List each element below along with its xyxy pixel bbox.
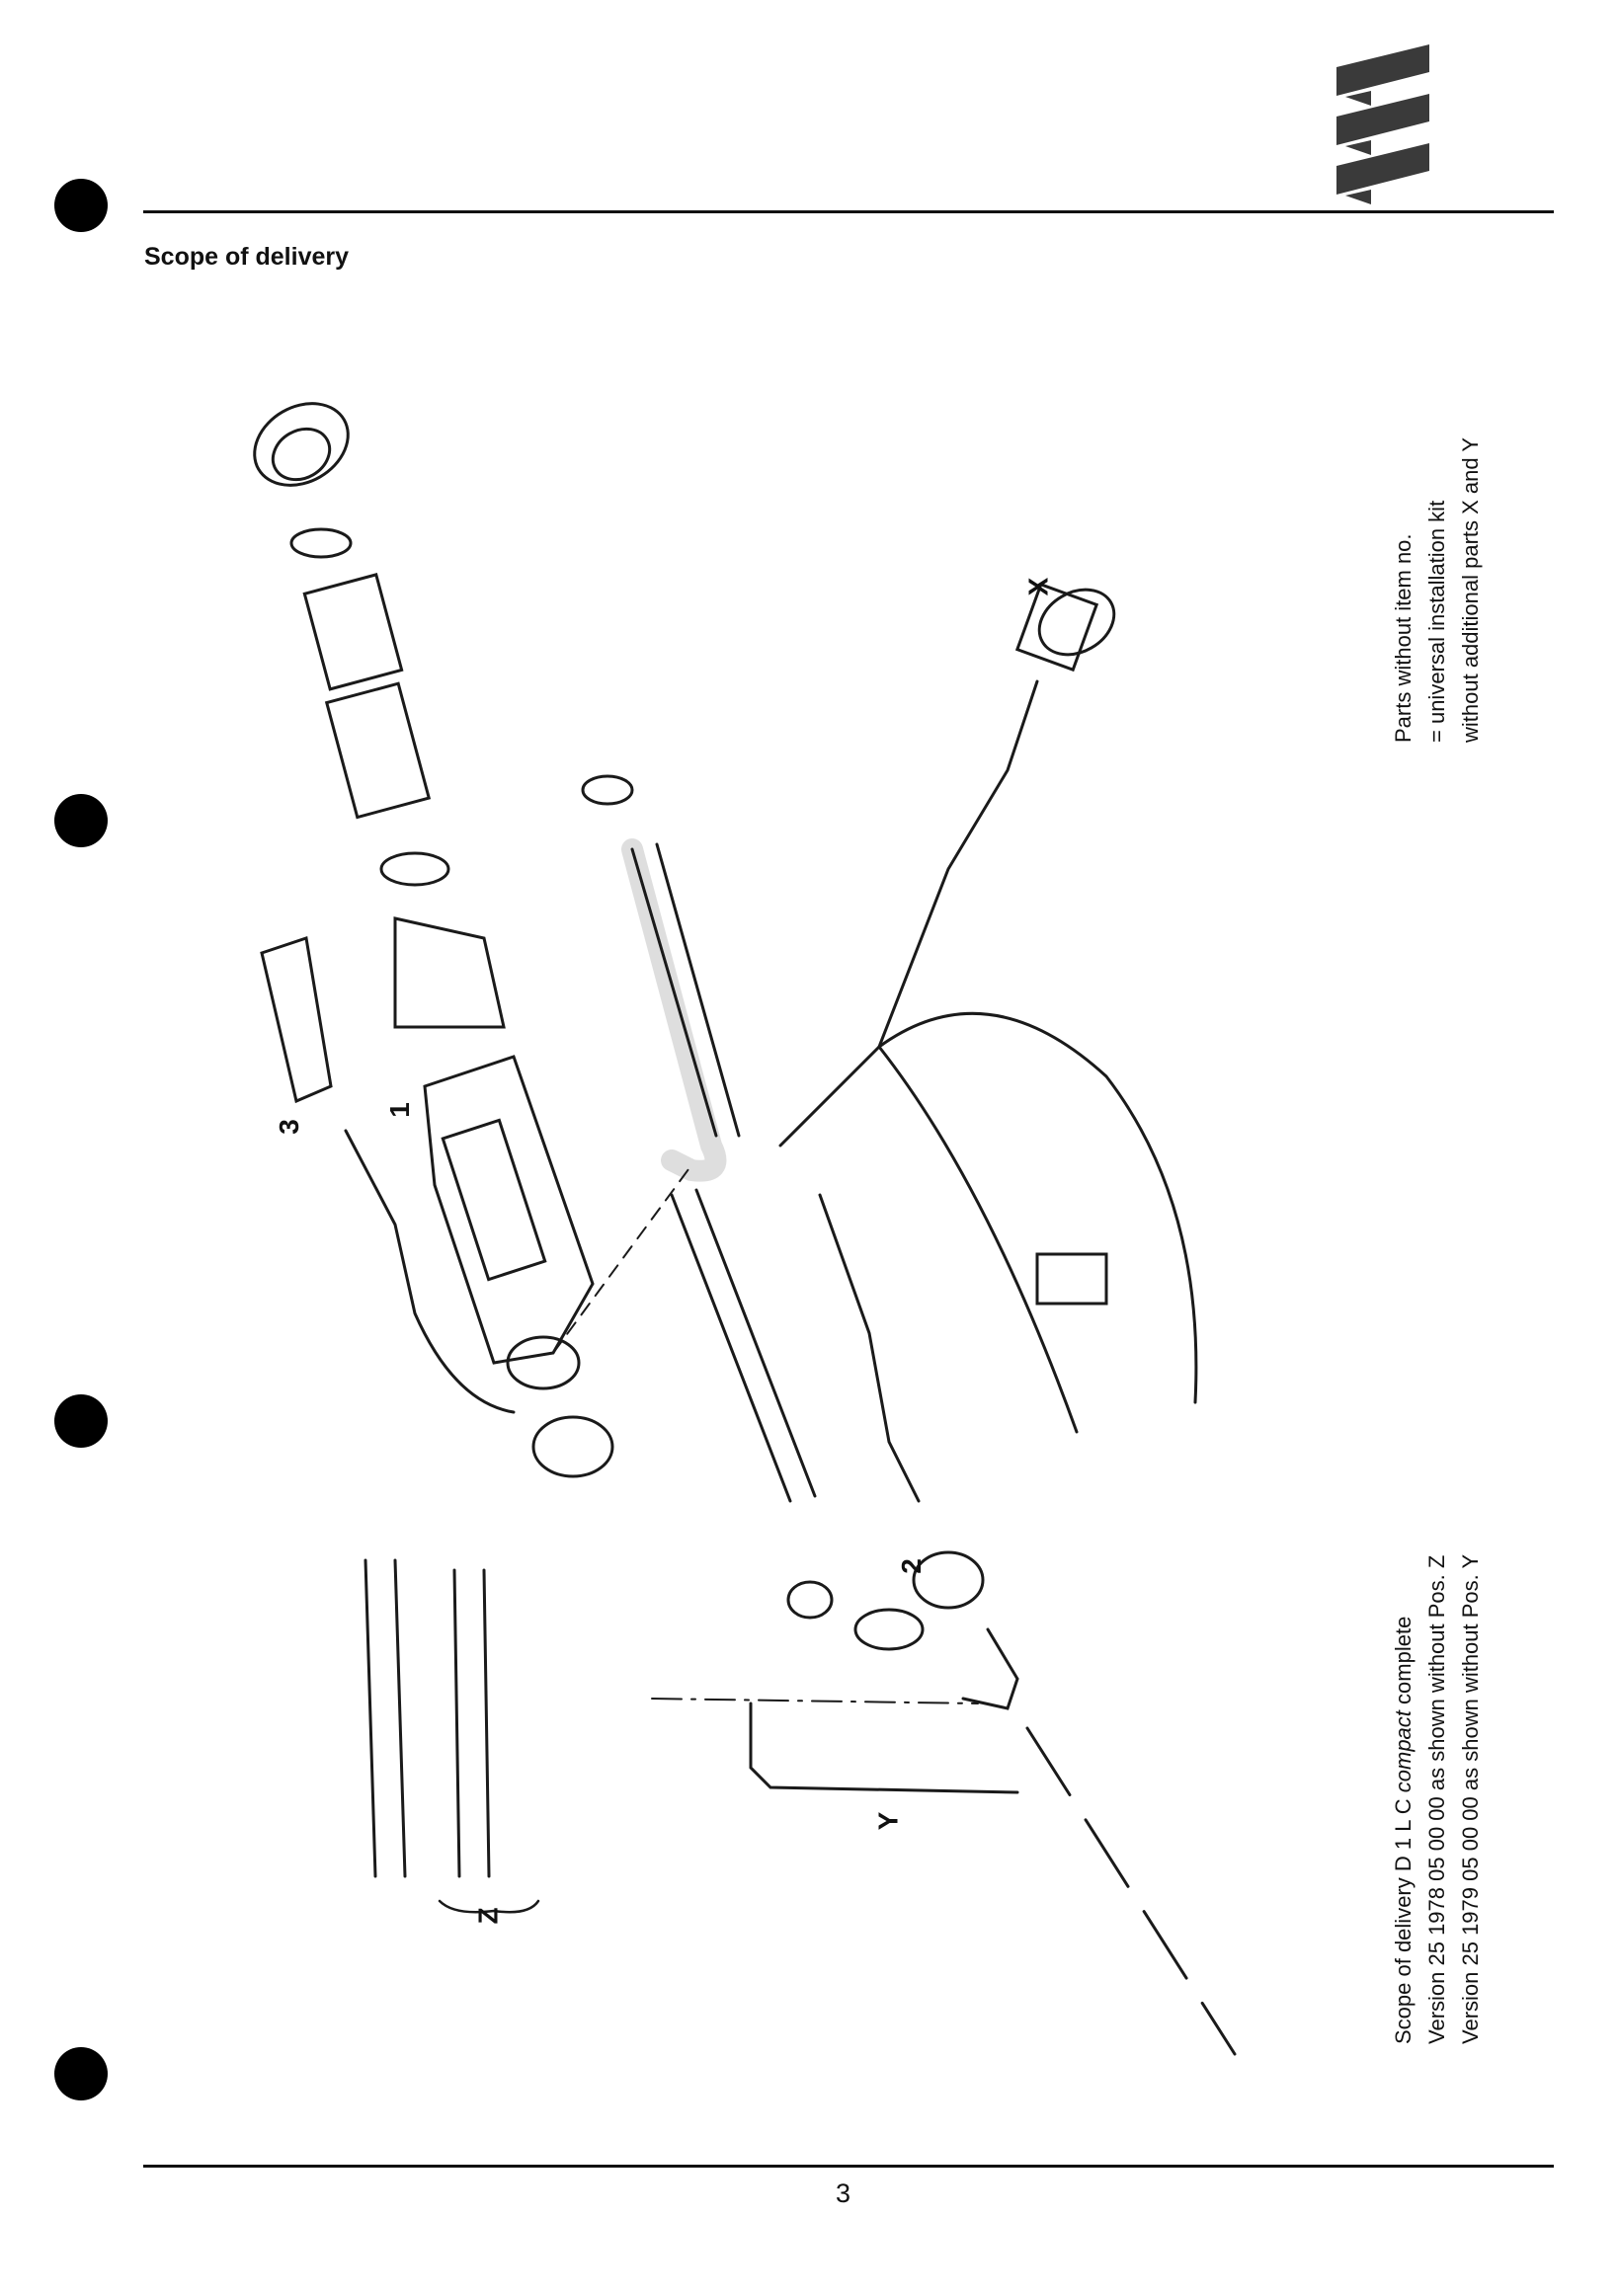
- exhaust-pipe: [670, 1188, 817, 1503]
- note-line: Scope of delivery D 1 L C compact comple…: [1387, 1554, 1420, 2044]
- note-line: Version 25 1979 05 00 00 as shown withou…: [1458, 1553, 1483, 2044]
- page-number: 3: [836, 2178, 851, 2208]
- label-x: X: [1022, 577, 1054, 596]
- label-y: Y: [872, 1811, 904, 1831]
- note-text: Scope of delivery D 1 L C: [1391, 1792, 1416, 2044]
- flex-hose: [324, 681, 432, 820]
- cable: [344, 1129, 516, 1414]
- label-item-2: 2: [895, 1558, 927, 1574]
- fuel-tank-connector: [749, 1702, 1019, 1794]
- note-line: without additional parts X and Y: [1458, 436, 1483, 743]
- scope-note: Scope of delivery D 1 L C compact comple…: [1387, 1554, 1488, 2044]
- switch: [1037, 588, 1116, 657]
- punch-hole: [54, 179, 108, 232]
- page-title: Scope of delivery: [144, 243, 350, 271]
- note-text: complete: [1391, 1616, 1416, 1711]
- wiring-harness: [778, 679, 1039, 1148]
- air-inlet: [393, 916, 506, 1029]
- label-z: Z: [472, 1907, 504, 1925]
- parts-note: Parts without item no. = universal insta…: [1387, 437, 1488, 743]
- label-item-3: 3: [273, 1119, 304, 1135]
- note-line: Parts without item no.: [1391, 533, 1416, 743]
- label-item-1: 1: [383, 1102, 415, 1118]
- logo-mark: [1336, 44, 1429, 204]
- fuse-holder: [1035, 1252, 1108, 1306]
- fuel-fittings: [364, 1558, 491, 1878]
- hose-clamp: [379, 851, 450, 887]
- bracket: [260, 936, 333, 1104]
- connector: [1014, 582, 1099, 673]
- heater-unit: [423, 1055, 595, 1365]
- punch-hole: [54, 2047, 108, 2100]
- punch-hole: [54, 794, 108, 847]
- flex-hose: [302, 573, 404, 691]
- bottom-rule: [143, 2165, 1554, 2168]
- top-rule: [143, 210, 1554, 213]
- silencer: [531, 1415, 614, 1478]
- fuel-line: [1025, 1726, 1237, 2056]
- note-italic: compact: [1391, 1710, 1416, 1793]
- exhaust-pipe: [630, 842, 741, 1138]
- punch-hole: [54, 1394, 108, 1448]
- note-line: Version 25 1978 05 00 00 as shown withou…: [1424, 1554, 1449, 2044]
- fuel-pump: [912, 1550, 985, 1610]
- hose-clamp: [289, 527, 353, 559]
- fuel-line: [818, 1193, 921, 1503]
- note-line: = universal installation kit: [1424, 500, 1449, 743]
- intake-cover: [253, 402, 350, 487]
